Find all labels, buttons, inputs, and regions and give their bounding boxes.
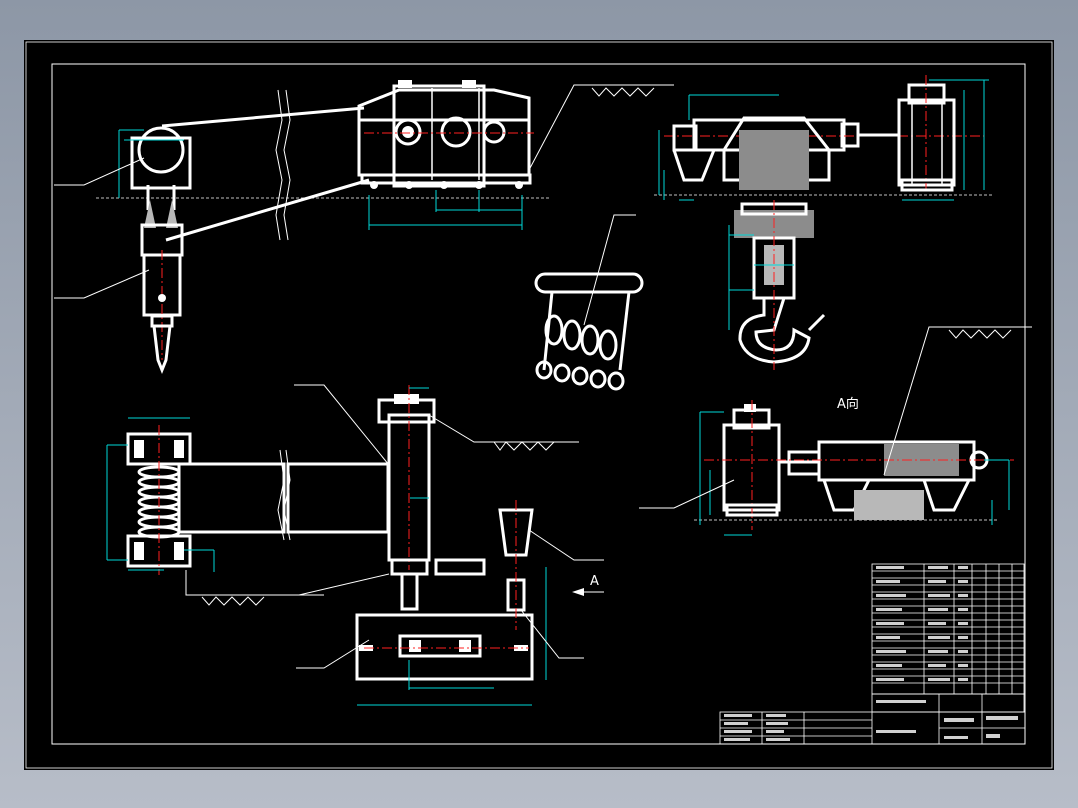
sheave-detail: [534, 214, 644, 391]
title-block: [719, 693, 1026, 745]
drum-plan-view: [106, 384, 604, 706]
parts-list-table: [871, 563, 1025, 695]
section-marker-a: A: [590, 574, 599, 589]
cad-drawing: A向 A: [25, 41, 1053, 769]
hoist-side-view: [54, 80, 674, 375]
view-label-a-direction: A向: [837, 396, 859, 412]
inner-frame: [51, 63, 1026, 745]
trolley-front-view: [654, 75, 992, 370]
drawing-sheet: A向 A: [24, 40, 1054, 770]
outer-frame: [25, 41, 1053, 769]
a-direction-view: A向: [639, 326, 1032, 536]
